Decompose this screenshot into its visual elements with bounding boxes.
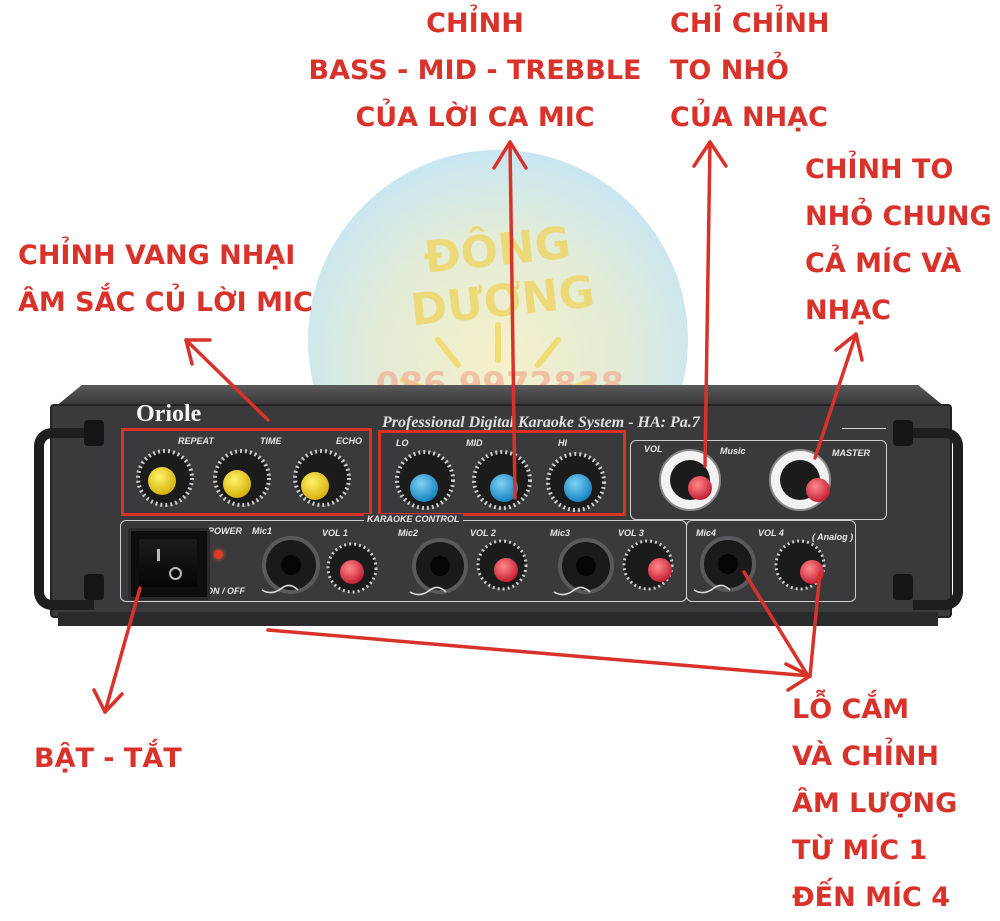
vol4-knob[interactable] [774, 539, 826, 591]
left-handle [34, 428, 94, 610]
callout-echo: CHỈNH VANG NHẠI ÂM SẮC CỦ LỜI MIC [18, 240, 313, 318]
mic3-jack[interactable] [558, 538, 614, 594]
callout-mic-inputs: LỖ CẮM VÀ CHỈNH ÂM LƯỢNG TỪ MÍC 1 ĐẾN MÍ… [792, 694, 958, 913]
callout-master-volume: CHỈNH TO NHỎ CHUNG CẢ MÍC VÀ NHẠC [805, 154, 992, 326]
vol1-knob[interactable] [326, 542, 378, 594]
label-music: Music [720, 446, 746, 456]
callout-eq-mic: CHỈNH BASS - MID - TREBBLE CỦA LỜI CA MI… [308, 8, 642, 133]
power-led [214, 550, 223, 559]
music-volume-knob[interactable] [659, 449, 721, 511]
label-master: MASTER [832, 448, 870, 458]
left-handle-cap-bottom [84, 574, 104, 600]
left-handle-cap-top [84, 420, 104, 446]
mic1-jack[interactable] [262, 536, 320, 594]
label-karaoke-control: KARAOKE CONTROL [364, 514, 463, 524]
callout-music-volume: CHỈ CHỈNH TO NHỎ CỦA NHẠC [670, 8, 830, 133]
vol2-knob[interactable] [476, 539, 528, 591]
label-mic1: Mic1 [252, 526, 273, 536]
annotation-arrows [92, 140, 864, 714]
music-dial-scale [842, 408, 886, 429]
time-knob[interactable] [213, 449, 271, 507]
repeat-knob[interactable] [136, 449, 194, 507]
device-base [58, 612, 938, 626]
label-hi: HI [558, 438, 567, 448]
mic4-section [686, 520, 856, 602]
right-handle-cap-bottom [893, 574, 913, 600]
label-mic2: Mic2 [398, 528, 419, 538]
label-time: TIME [260, 436, 282, 446]
echo-knob[interactable] [293, 449, 351, 507]
mic-icons [261, 584, 731, 596]
label-repeat: REPEAT [178, 436, 214, 446]
device-subtitle: Professional Digital Karaoke System - HA… [382, 414, 700, 431]
vol3-knob[interactable] [622, 539, 674, 591]
device-top-lid [55, 385, 945, 407]
lo-knob[interactable] [395, 450, 455, 510]
master-volume-knob[interactable] [769, 449, 831, 511]
label-vol2: VOL 2 [470, 528, 496, 538]
label-on-off: ON / OFF [206, 586, 245, 596]
music-master-section [630, 440, 887, 520]
eq-highlight-box [378, 430, 626, 516]
mic2-jack[interactable] [412, 538, 468, 594]
mid-knob[interactable] [472, 450, 532, 510]
right-handle-cap-top [893, 420, 913, 446]
right-handle [913, 428, 963, 610]
label-vol1: VOL 1 [322, 528, 348, 538]
label-lo: LO [396, 438, 409, 448]
label-mic3: Mic3 [550, 528, 571, 538]
label-vol3: VOL 3 [618, 528, 644, 538]
callout-power: BẬT - TẮT [34, 743, 182, 774]
label-vol4: VOL 4 [758, 528, 784, 538]
echo-highlight-box [121, 428, 372, 516]
brand-logo: Oriole [136, 401, 202, 427]
label-vol: VOL [644, 444, 663, 454]
label-mid: MID [466, 438, 483, 448]
label-mic4: Mic4 [696, 528, 717, 538]
label-power: POWER [208, 526, 243, 536]
hi-knob[interactable] [546, 452, 606, 512]
label-echo: ECHO [336, 436, 363, 446]
label-analog: ( Analog ) [812, 532, 854, 542]
mic4-jack[interactable] [700, 536, 756, 592]
